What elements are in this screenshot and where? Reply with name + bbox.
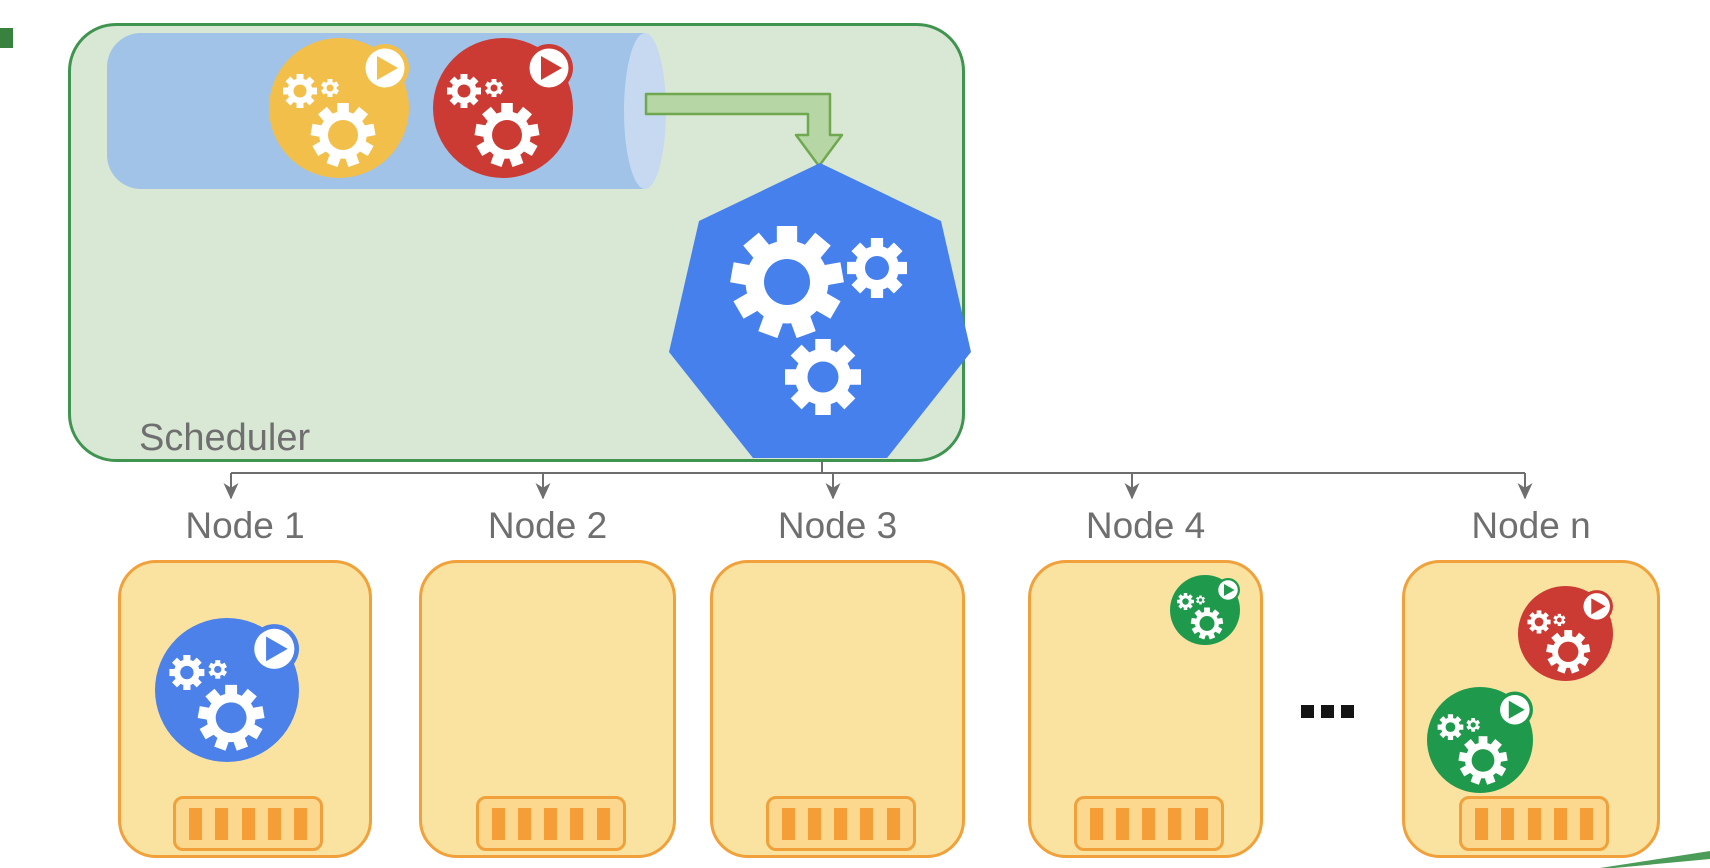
memory-bar (267, 808, 281, 840)
memory-bar (1115, 808, 1129, 840)
memory-bar (1168, 808, 1182, 840)
memory-bar (1501, 808, 1515, 840)
memory-bar (1194, 808, 1208, 840)
memory-bar (570, 808, 584, 840)
ellipsis (1301, 705, 1354, 718)
memory-bar (1142, 808, 1155, 840)
node-2: Node 2 (419, 503, 676, 858)
memory-bar (781, 808, 795, 840)
node-n-box (1402, 560, 1660, 858)
memory-bar (886, 808, 900, 840)
memory-bar (1089, 808, 1103, 840)
scheduler-label: Scheduler (139, 417, 311, 459)
memory-bar (215, 808, 229, 840)
memory-bar (834, 808, 847, 840)
memory-bar (294, 808, 307, 840)
node-n-label: Node n (1471, 505, 1591, 546)
ellipsis-dot (1301, 705, 1314, 718)
node-1-label: Node 1 (185, 505, 305, 546)
memory-bar (860, 808, 874, 840)
node-3-label: Node 3 (777, 505, 898, 546)
memory-icon (1459, 796, 1609, 851)
node-3-box (710, 560, 965, 858)
node-1-box (118, 560, 372, 858)
node-4: Node 4 (1028, 503, 1263, 858)
node-n: Node n (1402, 503, 1660, 858)
node-1: Node 1 (118, 503, 372, 858)
pod-green-small-icon (1170, 575, 1240, 645)
memory-bar (491, 808, 505, 840)
node-4-label: Node 4 (1085, 505, 1206, 546)
memory-bar (1580, 808, 1593, 840)
node-2-label: Node 2 (487, 505, 608, 546)
memory-bar (596, 808, 610, 840)
kubernetes-heptagon-icon (669, 163, 971, 458)
memory-icon (475, 796, 626, 851)
memory-bar (807, 808, 821, 840)
node-4-box (1028, 560, 1263, 858)
queued-pod-yellow-icon (269, 38, 409, 178)
memory-bar (1553, 808, 1567, 840)
queued-pod-red-icon (433, 38, 573, 178)
memory-icon (1073, 796, 1224, 851)
memory-bar (189, 808, 202, 840)
memory-bar (544, 808, 557, 840)
memory-bar (517, 808, 531, 840)
heptagon-gears-icon (730, 226, 907, 415)
node-2-box (419, 560, 676, 858)
memory-icon (173, 796, 323, 851)
memory-bar (1527, 808, 1541, 840)
node-3: Node 3 (710, 503, 965, 858)
pod-blue-icon (155, 618, 299, 762)
memory-bar (1475, 808, 1488, 840)
ellipsis-dot (1321, 705, 1334, 718)
pod-red-icon (1518, 586, 1613, 681)
left-edge-artifact (0, 28, 13, 48)
ellipsis-dot (1341, 705, 1354, 718)
memory-icon (765, 796, 916, 851)
pod-green-icon (1427, 687, 1533, 793)
memory-bar (241, 808, 255, 840)
